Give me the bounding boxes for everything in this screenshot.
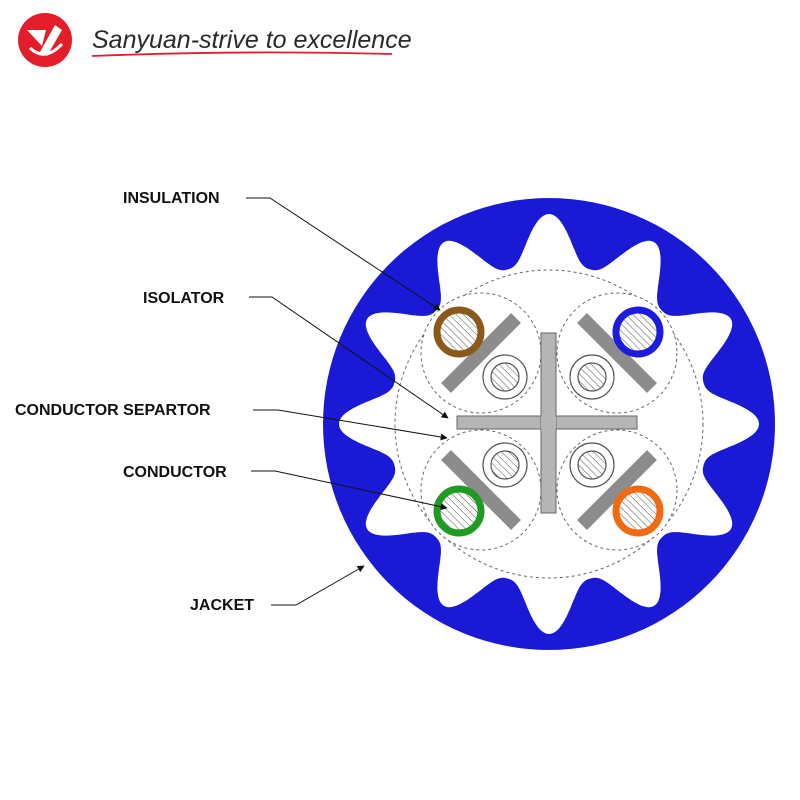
conductor <box>577 450 607 480</box>
conductor <box>490 362 520 392</box>
conductor <box>577 362 607 392</box>
insulation-brown <box>433 306 485 358</box>
conductor <box>490 450 520 480</box>
isolator-bar <box>577 450 657 530</box>
pair-top-left <box>420 292 542 414</box>
insulation-green <box>433 485 485 537</box>
insulation-orange <box>612 485 664 537</box>
label-jacket: JACKET <box>190 597 254 614</box>
leader-conductor-separator <box>253 409 448 441</box>
pair-bottom-left <box>420 429 542 551</box>
isolator-bar <box>441 450 521 530</box>
pair-top-right <box>556 292 678 414</box>
conductor-separator-cross <box>456 332 638 514</box>
leader-lines <box>246 197 449 606</box>
label-insulation: INSULATION <box>123 190 220 207</box>
insulation-blue <box>612 306 664 358</box>
isolator-bar <box>441 313 521 393</box>
leader-conductor <box>251 470 448 511</box>
brand-header: Sanyuan-strive to excellence <box>18 13 412 67</box>
isolator-bar <box>577 313 657 393</box>
brand-tagline: Sanyuan-strive to excellence <box>92 26 412 54</box>
leader-jacket <box>271 565 365 606</box>
leader-insulation <box>246 197 441 311</box>
label-isolator: ISOLATOR <box>143 290 225 307</box>
label-conductor: CONDUCTOR <box>123 464 227 481</box>
core-boundary <box>394 269 704 579</box>
pair-bottom-right <box>556 429 678 551</box>
label-conductor-separator: CONDUCTOR SEPARTOR <box>15 402 211 419</box>
brand-underline <box>91 51 393 57</box>
leader-isolator <box>249 296 449 419</box>
brand-logo-icon <box>18 13 72 67</box>
